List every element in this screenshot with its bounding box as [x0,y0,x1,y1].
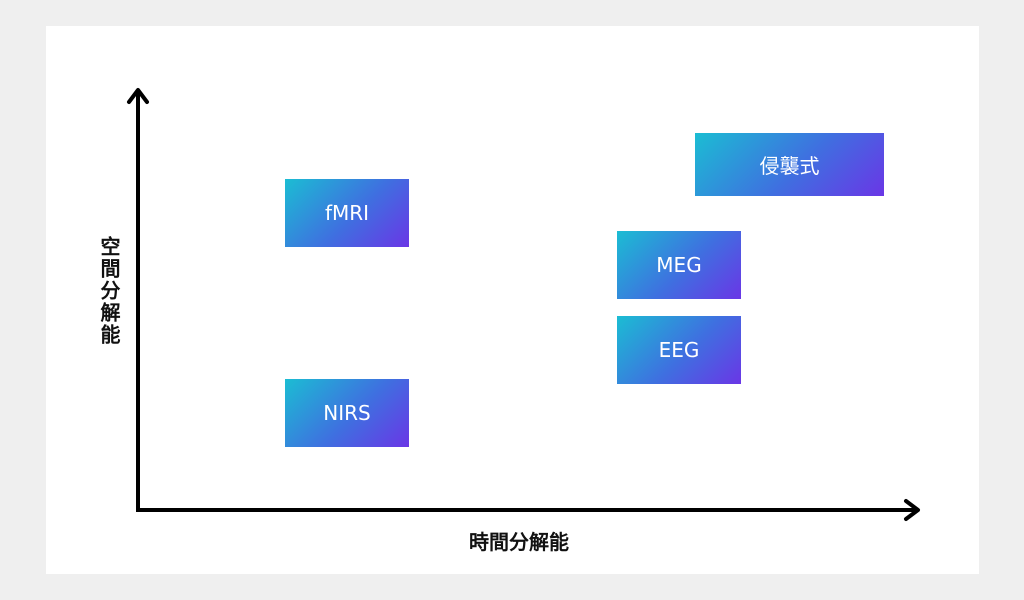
method-box-meg: MEG [617,231,741,299]
y-axis-arrow-icon [127,88,149,104]
x-axis-arrow-icon [904,499,920,521]
x-axis-label: 時間分解能 [469,530,569,554]
diagram-card: 空間分解能 時間分解能 侵襲式 fMRI MEG EEG NIRS [46,26,979,574]
method-box-fmri: fMRI [285,179,409,247]
method-box-eeg: EEG [617,316,741,384]
y-axis-label: 空間分解能 [97,236,121,346]
axes [127,88,920,521]
method-box-nirs: NIRS [285,379,409,447]
method-box-invasive: 侵襲式 [695,133,884,196]
